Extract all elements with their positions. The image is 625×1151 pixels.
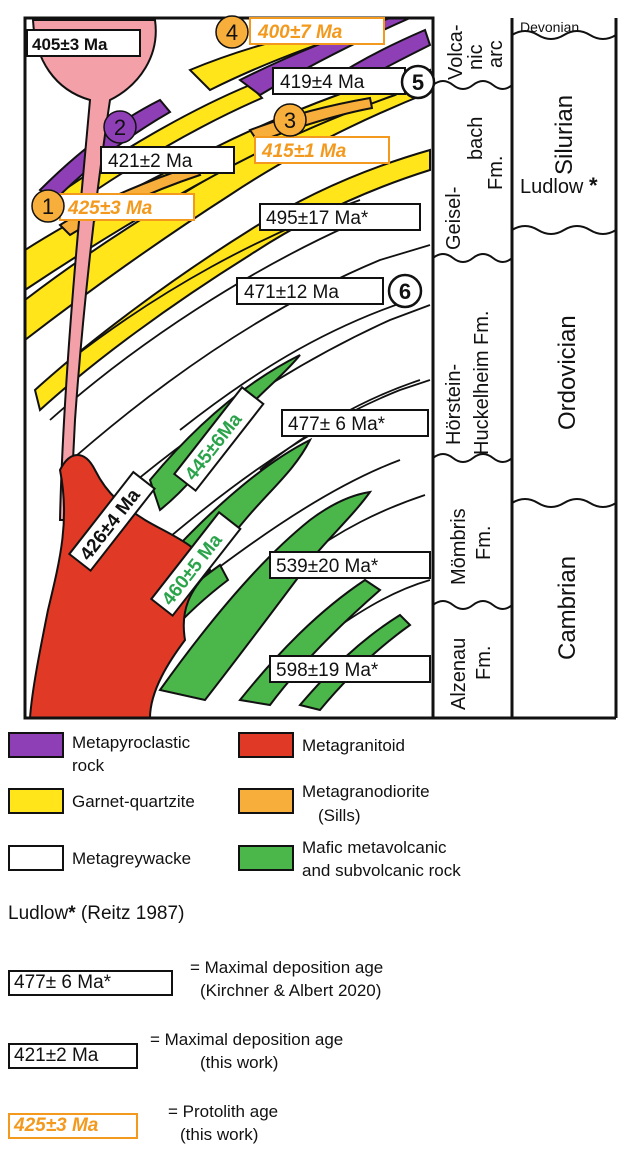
geiselbach-label-3: Fm.	[485, 156, 507, 190]
legend-metagranodiorite-2: (Sills)	[318, 806, 361, 825]
key-box-protolith: 425±3 Ma	[8, 1113, 138, 1139]
age-a1: 425±3 Ma	[67, 198, 153, 219]
key-kirchner-text-2: (Kirchner & Albert 2020)	[200, 981, 382, 1000]
stratigraphic-columns	[431, 18, 618, 720]
ludlow-note: Ludlow* (Reitz 1987)	[8, 903, 184, 925]
alzenau-label-2: Fm.	[473, 646, 495, 680]
key-this-work-text-2: (this work)	[200, 1053, 279, 1072]
marker-5: 5	[412, 70, 424, 95]
legend-swatch-mafic	[238, 845, 294, 871]
key-this-work-text-1: = Maximal deposition age	[150, 1030, 344, 1049]
volcanic-arc-label-1: Volca-	[445, 24, 467, 80]
ludlow-label: Ludlow	[520, 176, 584, 198]
period-labels: Devonian Silurian Ludlow * Ordovician Ca…	[520, 19, 598, 660]
legend-swatch-garnet-quartzite	[8, 788, 64, 814]
legend-metapyroclastic-2: rock	[72, 756, 105, 775]
geiselbach-label-1: Geisel-	[443, 187, 465, 250]
horstein-label-2: Huckelheim Fm.	[471, 311, 493, 455]
marker-6: 6	[399, 279, 411, 304]
marker-4: 4	[226, 20, 238, 45]
age-a2: 421±2 Ma	[108, 151, 193, 172]
silurian-label: Silurian	[551, 95, 578, 175]
ludlow-note-word: Ludlow	[8, 903, 69, 924]
legend-swatch-metapyroclastic	[8, 732, 64, 758]
age-a6: 471±12 Ma	[244, 282, 339, 303]
mombris-label-2: Fm.	[473, 526, 495, 560]
formation-labels: Volca- nic arc Geisel- bach Fm. Hörstein…	[443, 24, 507, 710]
legend-swatch-metagreywacke	[8, 845, 64, 871]
mombris-label-1: Mömbris	[448, 508, 470, 585]
legend-metapyroclastic-1: Metapyroclastic	[72, 733, 191, 752]
alzenau-label-1: Alzenau	[448, 638, 470, 710]
age-k1: 495±17 Ma*	[266, 208, 369, 229]
key-box-kirchner: 477± 6 Ma*	[8, 970, 173, 996]
legend-mafic-1: Mafic metavolcanic	[302, 838, 447, 857]
devonian-label: Devonian	[520, 19, 579, 35]
ludlow-asterisk: *	[589, 173, 598, 198]
ludlow-note-star: *	[68, 903, 76, 924]
legend-swatch-metagranodiorite	[238, 788, 294, 814]
sample-markers: 1 2 3 4 5 6	[31, 15, 436, 309]
age-top-left: 405±3 Ma	[32, 35, 108, 54]
legend-garnet-quartzite: Garnet-quartzite	[72, 792, 195, 811]
protolith-age-boxes: 400±7 Ma 415±1 Ma 425±3 Ma	[59, 17, 390, 221]
geiselbach-label-2: bach	[465, 117, 487, 160]
legend-mafic-2: and subvolcanic rock	[302, 861, 461, 880]
key-protolith-text-1: = Protolith age	[168, 1102, 279, 1121]
ludlow-note-cite: (Reitz 1987)	[75, 903, 185, 924]
age-a3: 415±1 Ma	[261, 141, 347, 162]
key-kirchner-text-1: = Maximal deposition age	[190, 958, 384, 977]
age-k4: 598±19 Ma*	[276, 660, 379, 681]
legend-metagreywacke: Metagreywacke	[72, 849, 192, 868]
key-protolith-text-2: (this work)	[180, 1125, 259, 1144]
age-k3: 539±20 Ma*	[276, 556, 379, 577]
boundary-waves	[432, 30, 617, 610]
legend-swatch-metagranitoid	[238, 732, 294, 758]
metagranitoid-body	[28, 454, 212, 718]
age-a5: 419±4 Ma	[280, 72, 365, 93]
legend-metagranitoid: Metagranitoid	[302, 736, 406, 755]
age-a4: 400±7 Ma	[257, 22, 343, 43]
volcanic-arc-label-3: arc	[485, 40, 507, 68]
marker-2: 2	[114, 115, 126, 140]
legend-metagranodiorite-1: Metagranodiorite	[302, 782, 430, 801]
ordovician-label: Ordovician	[554, 315, 581, 430]
cambrian-label: Cambrian	[554, 556, 581, 660]
age-k2: 477± 6 Ma*	[288, 414, 386, 435]
marker-3: 3	[284, 108, 296, 133]
marker-1: 1	[42, 194, 54, 219]
cross-section-panel	[25, 18, 433, 718]
volcanic-arc-label-2: nic	[465, 44, 487, 70]
horstein-label-1: Hörstein-	[443, 364, 465, 445]
age-boxes: 405±3 Ma 419±4 Ma 421±2 Ma 495±17 Ma* 47…	[26, 29, 431, 683]
key-box-this-work: 421±2 Ma	[8, 1043, 138, 1069]
